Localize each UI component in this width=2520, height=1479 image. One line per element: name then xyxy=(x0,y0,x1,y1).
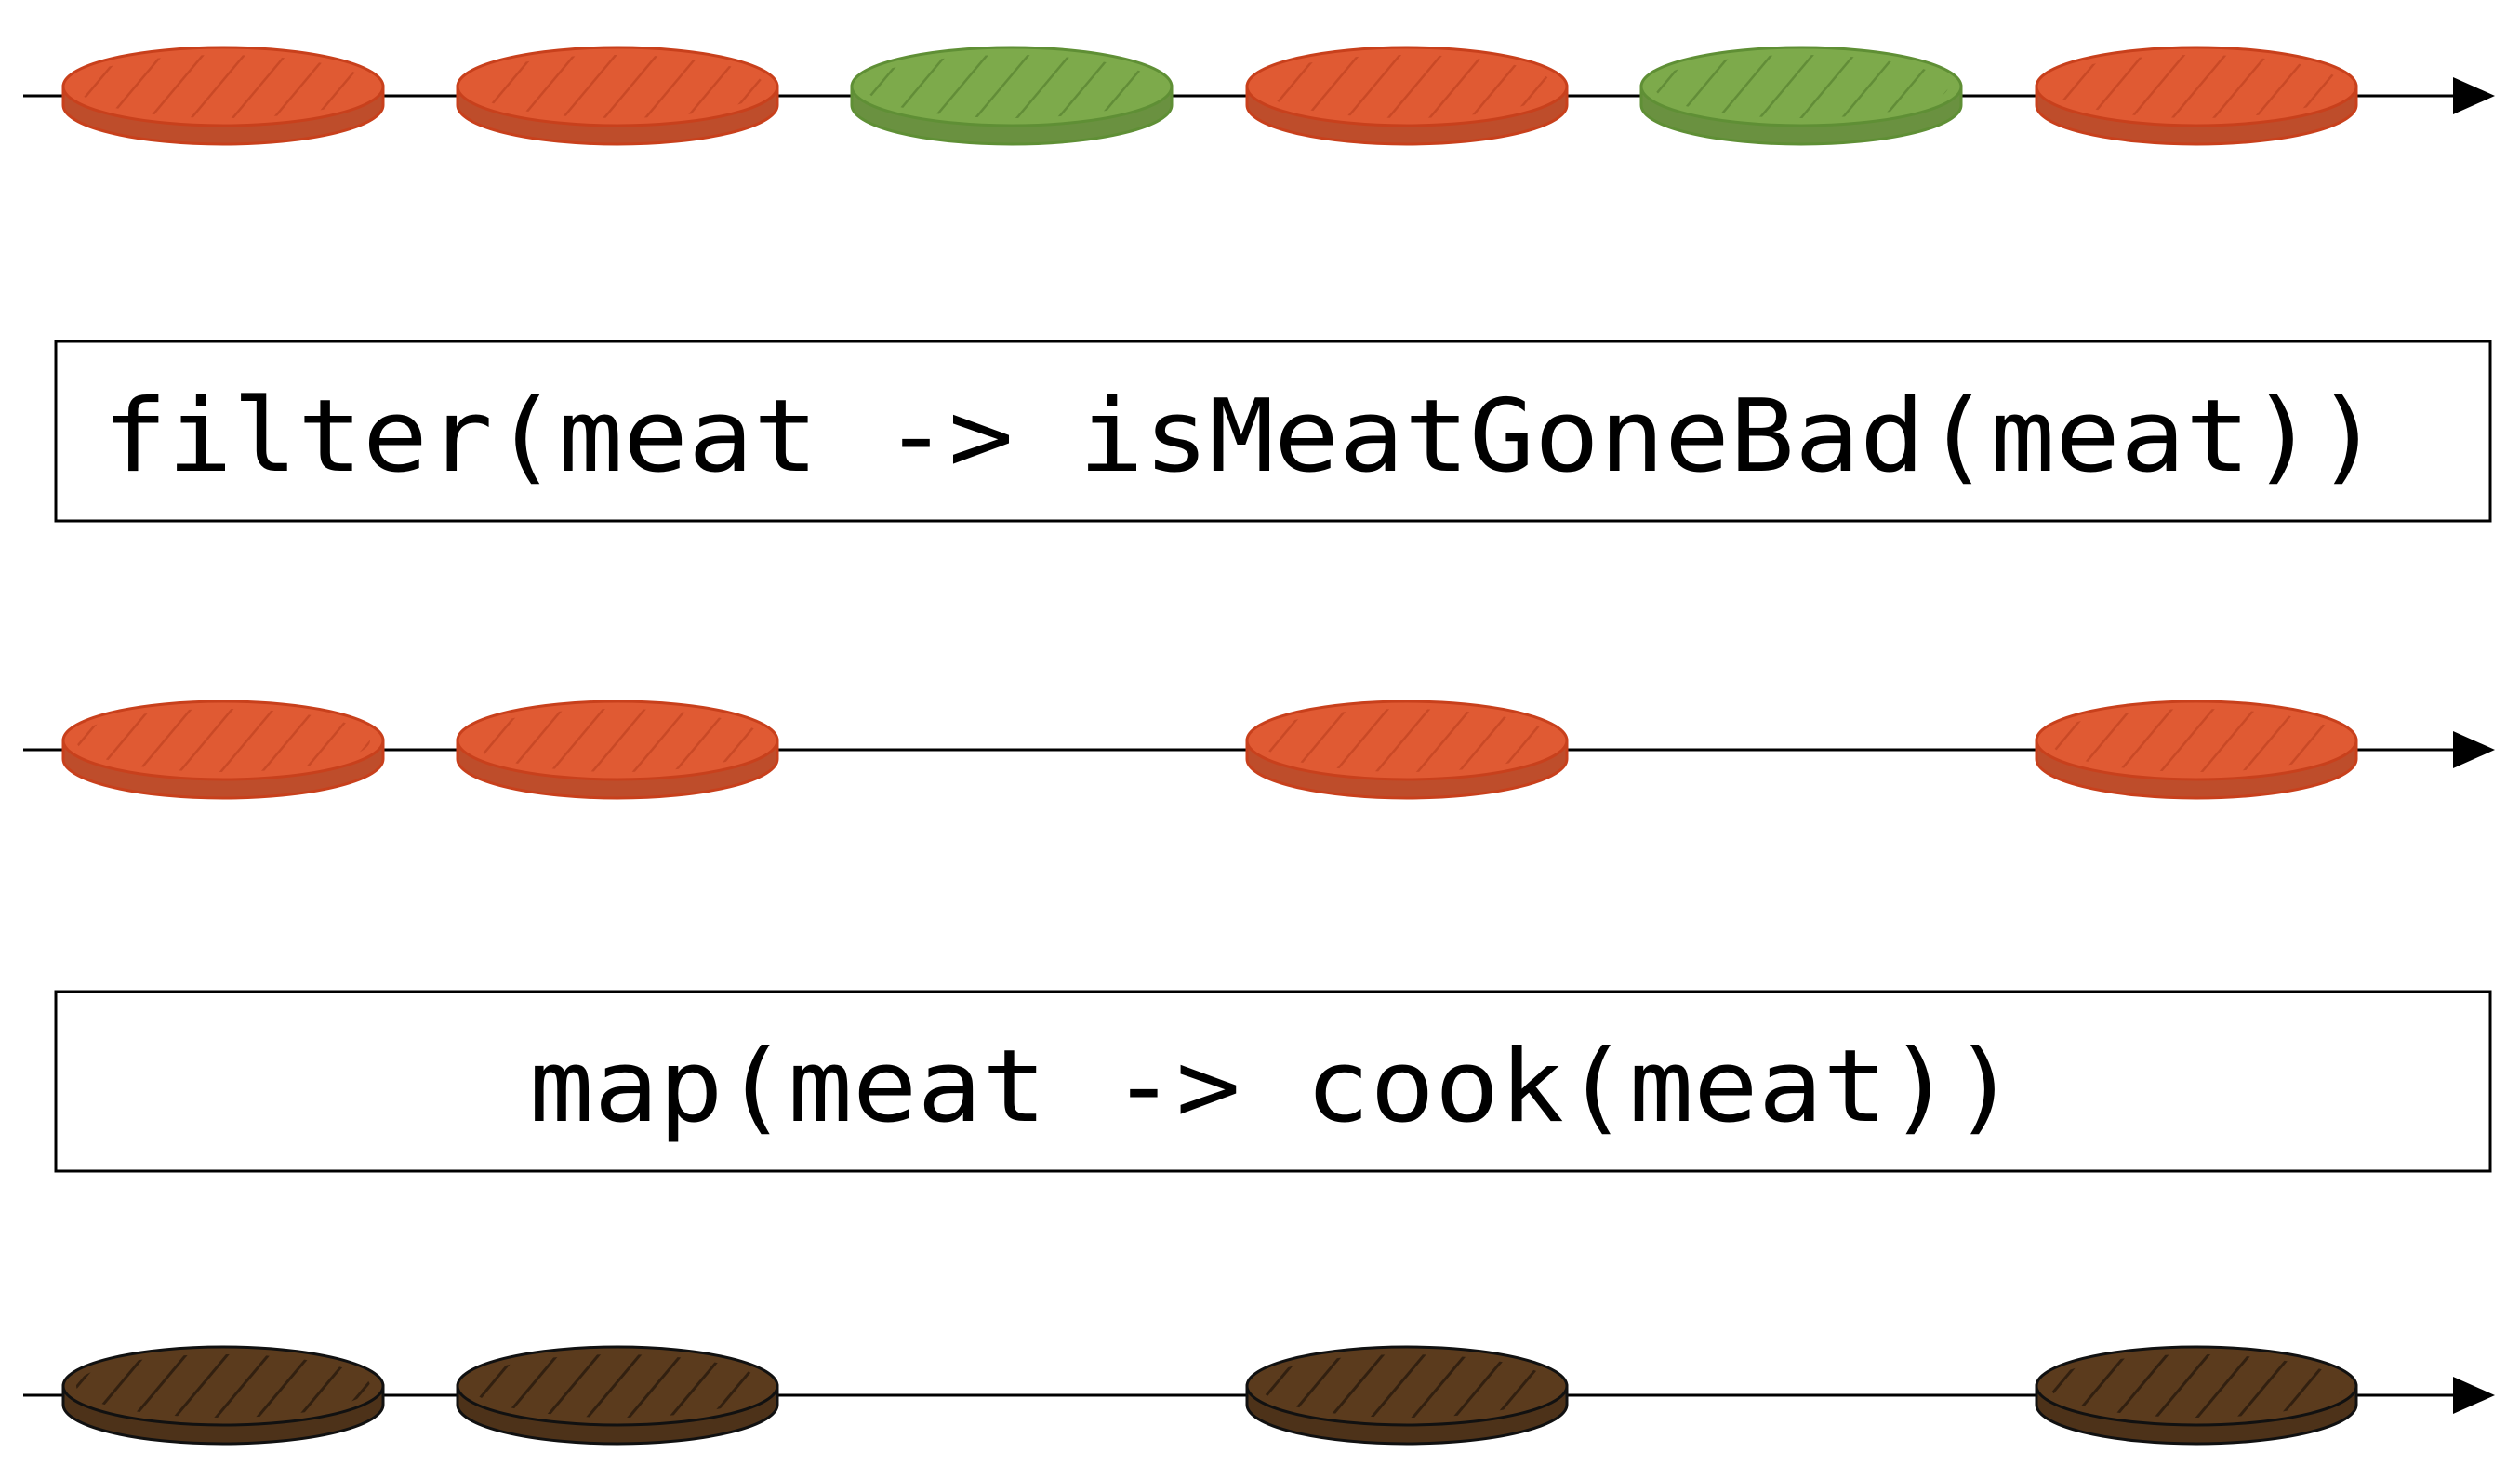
map-operator-label: map(meat -> cook(meat)) xyxy=(529,1029,2017,1145)
filter-operator: filter(meat -> isMeatGoneBad(meat)) xyxy=(54,340,2492,523)
timeline-arrowhead xyxy=(2453,1377,2495,1414)
stream-input xyxy=(23,46,2495,146)
patty-raw xyxy=(2035,46,2358,146)
patty-raw xyxy=(61,46,385,146)
timeline-arrowhead xyxy=(2453,731,2495,768)
patty-raw xyxy=(456,46,779,146)
patty-cooked xyxy=(61,1345,385,1446)
patty-cooked xyxy=(2035,1345,2358,1446)
patty-cooked xyxy=(456,1345,779,1446)
map-operator-box xyxy=(54,990,2492,1173)
patty-raw xyxy=(1245,46,1569,146)
patty-raw xyxy=(456,700,779,800)
timeline-arrowhead xyxy=(2453,77,2495,114)
patty-raw xyxy=(2035,700,2358,800)
filter-operator-label: filter(meat -> isMeatGoneBad(meat)) xyxy=(102,379,2381,495)
stream-after-map xyxy=(23,1345,2495,1446)
map-operator: map(meat -> cook(meat)) xyxy=(54,990,2492,1173)
patty-spoiled xyxy=(850,46,1174,146)
patty-spoiled xyxy=(1639,46,1963,146)
patty-raw xyxy=(61,700,385,800)
patty-raw xyxy=(1245,700,1569,800)
patty-cooked xyxy=(1245,1345,1569,1446)
stream-after-filter xyxy=(23,700,2495,800)
filter-operator-box xyxy=(54,340,2492,523)
